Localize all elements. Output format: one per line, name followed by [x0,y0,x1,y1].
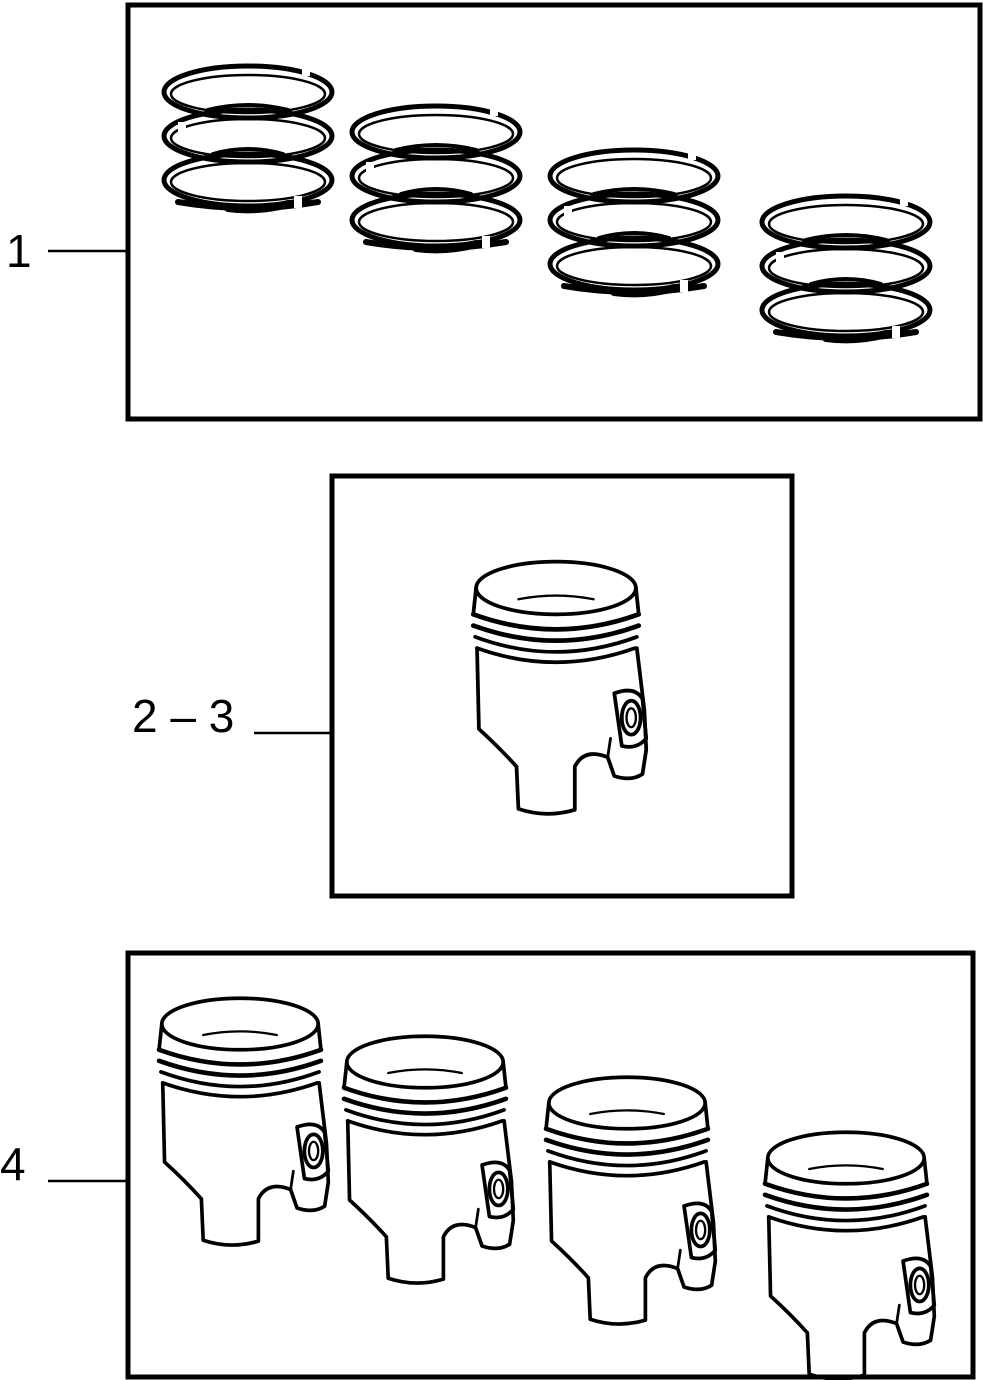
piston-set-2 [344,1036,513,1283]
piston-single-frame [329,473,795,899]
callout-piston-single: 2 – 3 [132,690,234,742]
piston-set-4 [765,1132,934,1379]
callout-piston-ring-set: 1 [6,225,32,277]
piston-set-group: 4 [0,950,976,1380]
callout-piston-set: 4 [0,1138,26,1190]
piston-ring-set-frame [125,2,983,422]
ring-stack-1 [164,66,332,209]
ring-stack-4 [762,196,930,339]
ring-stack-2 [352,106,520,249]
piston-set-3 [546,1077,715,1324]
piston-ring-set-group: 1 [6,2,983,422]
ring-stack-3 [550,150,718,293]
piston-set-1 [159,998,328,1245]
piston-set-frame [125,950,976,1380]
piston-single-group: 2 – 3 [132,473,795,899]
piston-single [473,562,646,814]
